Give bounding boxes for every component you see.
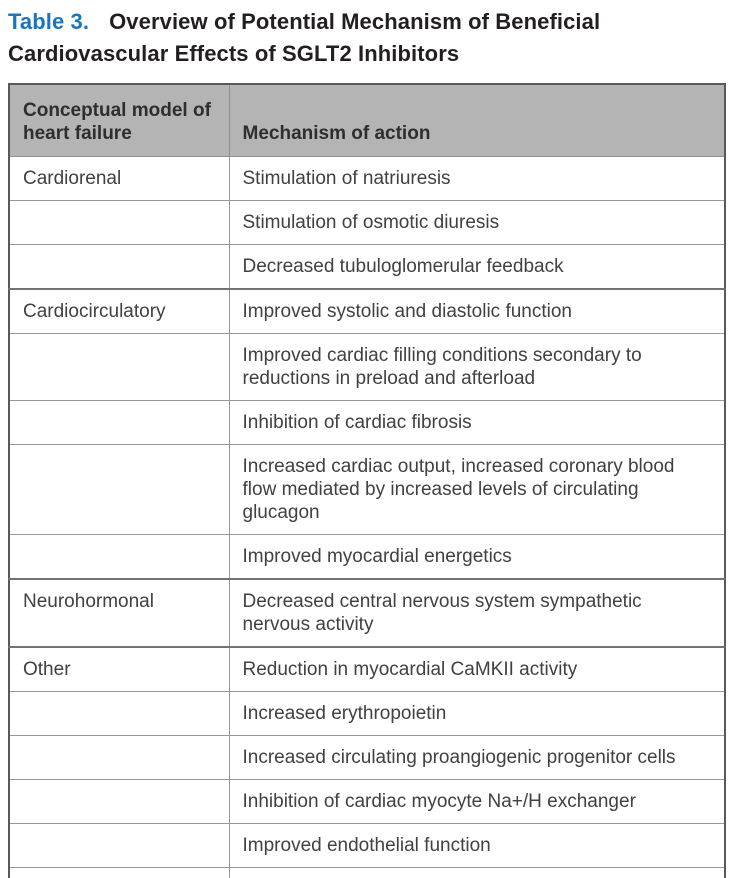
- mechanism-cell: Stimulation of natriuresis: [228, 156, 726, 201]
- category-cell: Cardiocirculatory: [8, 288, 230, 334]
- mechanism-cell: Decreased central nervous system sympath…: [228, 578, 726, 648]
- mechanism-cell: Improved systolic and diastolic function: [228, 288, 726, 334]
- category-cell: [8, 735, 230, 780]
- category-cell: [8, 534, 230, 580]
- mechanism-cell: Increased mitophagy/autophagy: [228, 867, 726, 878]
- mechanism-cell: Stimulation of osmotic diuresis: [228, 200, 726, 245]
- table-number-label: Table 3.: [8, 9, 90, 34]
- table-row: Inhibition of cardiac myocyte Na+/H exch…: [8, 779, 726, 824]
- table-row: Increased mitophagy/autophagy: [8, 867, 726, 878]
- table-title-text: Overview of Potential Mechanism of Benef…: [8, 9, 601, 66]
- category-cell: [8, 333, 230, 401]
- mechanism-cell: Inhibition of cardiac myocyte Na+/H exch…: [228, 779, 726, 824]
- mechanism-cell: Increased cardiac output, increased coro…: [228, 444, 726, 535]
- mechanism-cell: Decreased tubuloglomerular feedback: [228, 244, 726, 290]
- mechanism-cell: Inhibition of cardiac fibrosis: [228, 400, 726, 445]
- category-cell: [8, 444, 230, 535]
- category-cell: [8, 691, 230, 736]
- mechanism-cell: Increased erythropoietin: [228, 691, 726, 736]
- category-cell: [8, 244, 230, 290]
- column-header-conceptual-model: Conceptual model of heart failure: [8, 83, 230, 157]
- table-row: Increased cardiac output, increased coro…: [8, 444, 726, 535]
- category-cell: [8, 400, 230, 445]
- category-cell: [8, 200, 230, 245]
- mechanism-cell: Improved myocardial energetics: [228, 534, 726, 580]
- table-row: Improved myocardial energetics: [8, 534, 726, 580]
- category-cell: Cardiorenal: [8, 156, 230, 201]
- table-row: Increased erythropoietin: [8, 691, 726, 736]
- category-cell: [8, 867, 230, 878]
- category-cell: Neurohormonal: [8, 578, 230, 648]
- table-header-row: Conceptual model of heart failure Mechan…: [8, 83, 726, 157]
- category-cell: Other: [8, 646, 230, 692]
- table-row: Inhibition of cardiac fibrosis: [8, 400, 726, 445]
- mechanisms-table: Conceptual model of heart failure Mechan…: [8, 83, 726, 878]
- mechanism-cell: Improved cardiac filling conditions seco…: [228, 333, 726, 401]
- mechanism-cell: Improved endothelial function: [228, 823, 726, 868]
- table-row: Improved endothelial function: [8, 823, 726, 868]
- table-row: Improved cardiac filling conditions seco…: [8, 333, 726, 401]
- category-cell: [8, 823, 230, 868]
- category-cell: [8, 779, 230, 824]
- mechanism-cell: Increased circulating proangiogenic prog…: [228, 735, 726, 780]
- table-caption: Table 3.Overview of Potential Mechanism …: [8, 6, 726, 70]
- table-row: Stimulation of osmotic diuresis: [8, 200, 726, 245]
- table-row: Decreased tubuloglomerular feedback: [8, 244, 726, 290]
- column-header-mechanism-of-action: Mechanism of action: [228, 83, 726, 157]
- mechanism-cell: Reduction in myocardial CaMKII activity: [228, 646, 726, 692]
- table-row: Increased circulating proangiogenic prog…: [8, 735, 726, 780]
